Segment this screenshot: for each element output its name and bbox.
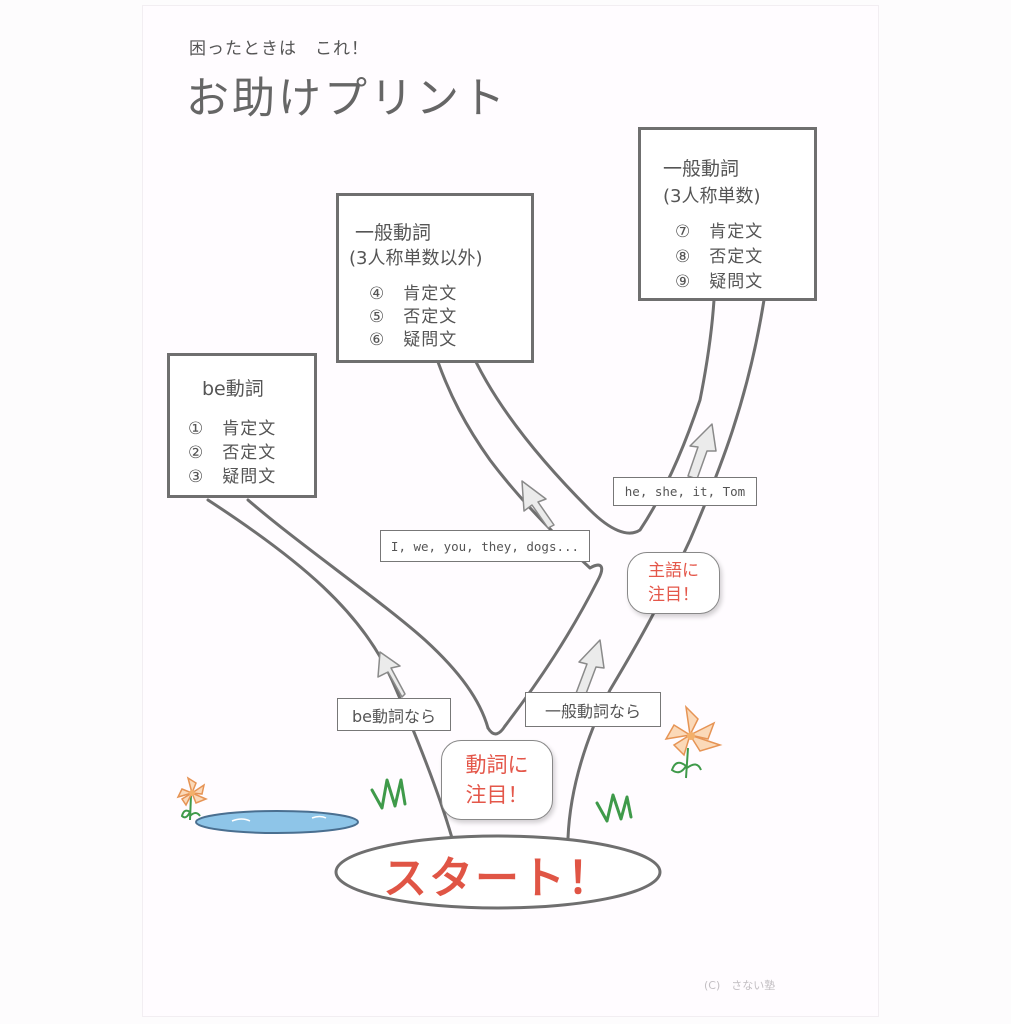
- box-general-third-heading: 一般動詞: [663, 158, 740, 180]
- label-if-be-verb: be動詞なら: [337, 698, 451, 731]
- grass-right: [595, 793, 633, 823]
- box-general-third-subheading: (3人称単数): [663, 186, 761, 207]
- box-be-item: ② 否定文: [188, 443, 277, 463]
- bubble-subject-line1: 主語に: [648, 561, 699, 581]
- bubble-verb-line1: 動詞に: [465, 753, 529, 777]
- arrow-third: [687, 423, 717, 480]
- page-subtitle: 困ったときは これ！: [189, 39, 369, 59]
- box-general-other-item: ④ 肯定文: [369, 284, 458, 304]
- bubble-subject-line2: 注目！: [648, 585, 699, 605]
- box-general-third-item: ⑧ 否定文: [675, 247, 764, 267]
- general-branch-left-outline: [436, 360, 604, 728]
- start-label: スタート！: [383, 853, 613, 904]
- bubble-verb-line2: 注目！: [465, 783, 529, 807]
- label-if-general-verb: 一般動詞なら: [525, 692, 661, 727]
- bubble-focus-verb: 動詞に 注目！: [441, 740, 553, 820]
- label-subjects-other: I, we, you, they, dogs...: [380, 530, 590, 562]
- arrow-other: [521, 480, 555, 529]
- bubble-focus-subject: 主語に 注目！: [627, 552, 720, 614]
- box-general-third-item: ⑨ 疑問文: [675, 272, 764, 292]
- box-general-other-subheading: (3人称単数以外): [349, 248, 483, 269]
- box-general-third-item: ⑦ 肯定文: [675, 222, 764, 242]
- box-general-verb-other: 一般動詞 (3人称単数以外) ④ 肯定文 ⑤ 否定文 ⑥ 疑問文: [336, 193, 534, 363]
- flower-right-icon: [664, 704, 723, 779]
- grass-left: [370, 778, 407, 810]
- start-ellipse: [334, 834, 662, 910]
- fork-inner-outline: [474, 298, 716, 535]
- arrow-general: [574, 639, 605, 700]
- box-general-verb-third: 一般動詞 (3人称単数) ⑦ 肯定文 ⑧ 否定文 ⑨ 疑問文: [638, 127, 817, 301]
- pond-shape: [195, 810, 359, 834]
- box-be-item: ③ 疑問文: [188, 467, 277, 487]
- crotch-outline: [486, 724, 507, 736]
- box-general-other-heading: 一般動詞: [355, 222, 432, 244]
- box-be-heading: be動詞: [202, 378, 264, 400]
- arrow-be: [377, 651, 406, 698]
- box-be-verb: be動詞 ① 肯定文 ② 否定文 ③ 疑問文: [167, 353, 317, 498]
- box-general-other-item: ⑥ 疑問文: [369, 330, 458, 350]
- box-be-item: ① 肯定文: [188, 419, 277, 439]
- copyright-text: (C) さない塾: [704, 979, 776, 992]
- be-branch-inner-outline: [246, 498, 490, 730]
- flower-left-icon: [176, 776, 208, 821]
- page-title: お助けプリント: [186, 74, 508, 124]
- label-subjects-third: he, she, it, Tom: [613, 477, 757, 506]
- box-general-other-item: ⑤ 否定文: [369, 307, 458, 327]
